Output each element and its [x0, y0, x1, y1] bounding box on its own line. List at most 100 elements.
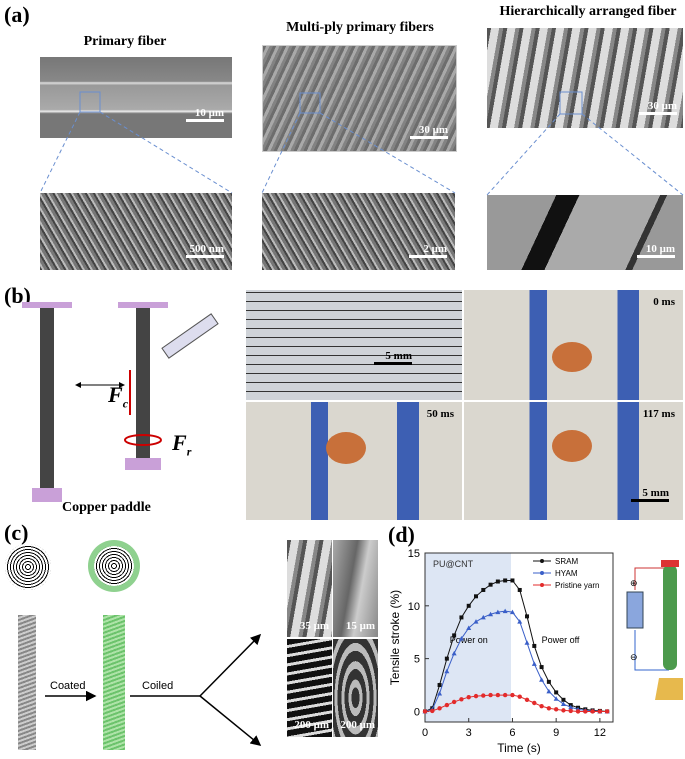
- data-point-sram: [525, 614, 530, 619]
- plot-frame: [424, 552, 614, 723]
- power-off-annotation: Power off: [542, 635, 580, 645]
- data-point-pristine-yarn: [430, 708, 435, 714]
- data-point-pristine-yarn: [495, 692, 501, 698]
- data-point-hyam: [437, 690, 443, 696]
- battery-minus: ⊖: [630, 652, 638, 662]
- copper-ball: [326, 432, 366, 464]
- data-point-sram: [539, 665, 544, 670]
- data-point-hyam: [444, 668, 450, 674]
- copper-paddle-label: Copper paddle: [62, 500, 151, 515]
- data-point-pristine-yarn: [546, 706, 552, 711]
- data-point-pristine-yarn: [604, 709, 610, 714]
- legend-label-sram: SRAM: [555, 557, 578, 566]
- sem-hierarchical: 30 μm: [487, 28, 683, 128]
- data-point-hyam: [531, 661, 537, 666]
- data-point-hyam: [546, 688, 552, 694]
- data-point-sram: [503, 578, 508, 583]
- data-point-pristine-yarn: [481, 693, 486, 698]
- scale-bar: 5 mm: [631, 487, 669, 502]
- data-point-hyam: [509, 609, 515, 615]
- data-point-sram: [459, 615, 464, 620]
- x-tick-label: 6: [509, 727, 515, 739]
- legend-marker-hyam: [540, 571, 544, 575]
- circuit-diagram: [626, 560, 683, 700]
- data-point-hyam: [473, 619, 479, 624]
- photo-50ms: 50 ms: [246, 402, 462, 520]
- sem-hierarchical-zoom: 10 μm: [487, 195, 683, 270]
- scale-bar: 2 μm: [409, 243, 447, 258]
- data-point-hyam: [553, 696, 559, 701]
- data-point-hyam: [517, 619, 523, 624]
- copper-ball: [552, 342, 592, 372]
- data-point-pristine-yarn: [422, 709, 428, 714]
- scale-bar: 30 μm: [410, 124, 448, 139]
- data-point-hyam: [539, 677, 545, 682]
- legend-marker-sram: [540, 559, 544, 563]
- data-point-sram: [495, 579, 500, 584]
- data-point-hyam: [524, 640, 530, 645]
- title-primary-fiber: Primary fiber: [83, 34, 167, 49]
- sem-primary-fiber-zoom: 500 nm: [40, 193, 232, 270]
- data-point-hyam: [458, 636, 464, 641]
- time-label: 117 ms: [642, 408, 675, 420]
- data-point-pristine-yarn: [502, 692, 508, 698]
- actuator-diagram: [22, 302, 219, 502]
- coated-label: Coated: [50, 680, 86, 692]
- data-point-pristine-yarn: [539, 703, 544, 709]
- coiled-label: Coiled: [142, 680, 174, 692]
- data-point-pristine-yarn: [517, 694, 522, 699]
- data-point-pristine-yarn: [597, 709, 603, 714]
- data-point-pristine-yarn: [575, 709, 581, 714]
- fiber-uncoated: [18, 615, 36, 750]
- data-point-sram: [488, 582, 493, 587]
- fiber-coated: [103, 615, 125, 750]
- arrows: [45, 633, 262, 746]
- scale-bar: 30 μm: [639, 100, 677, 115]
- sem-multi-ply-zoom: 2 μm: [262, 193, 455, 270]
- data-point-sram: [517, 587, 522, 592]
- title-multi-ply: Multi-ply primary fibers: [286, 20, 434, 35]
- data-point-pristine-yarn: [473, 693, 479, 699]
- data-point-sram: [474, 594, 479, 599]
- data-point-hyam: [488, 611, 494, 617]
- data-point-sram: [437, 683, 442, 688]
- scale-bar: 5 mm: [374, 350, 412, 365]
- data-point-pristine-yarn: [568, 708, 573, 714]
- battery-plus: ⊕: [630, 578, 638, 588]
- time-label: 50 ms: [426, 408, 454, 420]
- data-point-sram: [466, 603, 471, 608]
- data-point-pristine-yarn: [510, 692, 515, 698]
- data-point-hyam: [502, 608, 508, 614]
- x-tick-label: 3: [466, 727, 472, 739]
- photo-0ms: 0 ms: [464, 290, 683, 400]
- scale-label: 200 μm: [294, 719, 329, 731]
- data-point-sram: [546, 679, 551, 684]
- scale-bar: 10 μm: [186, 107, 224, 122]
- data-point-sram: [444, 656, 449, 661]
- material-annotation: PU@CNT: [433, 559, 474, 569]
- data-point-pristine-yarn: [444, 702, 450, 708]
- copper-ball: [552, 430, 592, 462]
- force-c-label: Fc: [108, 382, 129, 411]
- data-point-pristine-yarn: [524, 697, 530, 703]
- scale-bar: 10 μm: [637, 243, 675, 258]
- x-tick-label: 0: [422, 727, 428, 739]
- panel-label-c: (c): [4, 520, 29, 545]
- panel-label-d: (d): [388, 522, 415, 547]
- data-point-sram: [554, 690, 559, 695]
- data-point-hyam: [466, 625, 472, 630]
- data-point-pristine-yarn: [590, 709, 595, 714]
- legend-label-hyam: HYAM: [555, 569, 578, 578]
- data-point-sram: [481, 587, 486, 592]
- legend-marker-pristine-yarn: [540, 583, 544, 587]
- data-point-pristine-yarn: [561, 708, 566, 713]
- x-tick-label: 9: [553, 727, 559, 739]
- data-point-sram: [561, 697, 566, 702]
- y-tick-label: 5: [414, 654, 420, 666]
- data-point-pristine-yarn: [459, 697, 464, 702]
- sem-coiled-1: 35 μm: [287, 540, 332, 637]
- data-point-sram: [510, 578, 515, 583]
- y-axis-label: Tensile stroke (%): [388, 590, 402, 685]
